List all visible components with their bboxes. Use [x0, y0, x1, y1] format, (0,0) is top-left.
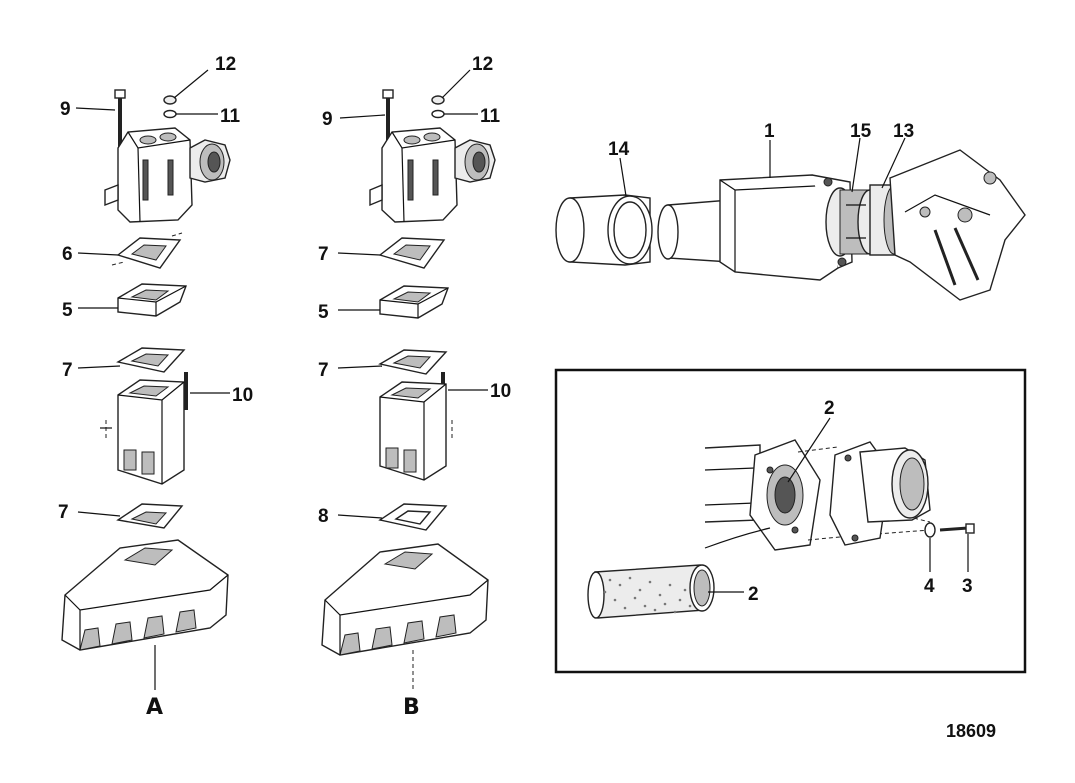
callout-12-a: 12 [215, 54, 236, 75]
bolt-part-9-a [114, 89, 126, 150]
callout-9-a: 9 [60, 99, 71, 120]
callout-1: 1 [764, 121, 775, 142]
gasket-part-7-a-upper [116, 347, 186, 373]
callout-13: 13 [893, 121, 914, 142]
callout-7-a-upper: 7 [62, 360, 73, 381]
gasket-part-7-b-top [378, 237, 446, 269]
washer-part-11-a [163, 109, 177, 119]
figure-number: 18609 [946, 721, 996, 741]
screw-part-3 [939, 523, 975, 534]
sleeve-part-14 [555, 194, 653, 266]
flange-pipe [829, 441, 931, 546]
callout-6-a: 6 [62, 244, 73, 265]
inset-detail-box: 2 2 4 3 [554, 368, 1027, 674]
callout-10-b: 10 [490, 381, 511, 402]
callout-7-b-top: 7 [318, 244, 329, 265]
callout-5-b: 5 [318, 302, 329, 323]
exhaust-elbow-a [104, 127, 231, 223]
callout-7-a-lower: 7 [58, 502, 69, 523]
callout-5-a: 5 [62, 300, 73, 321]
riser-body-a [100, 379, 185, 485]
washer-part-4 [924, 522, 936, 538]
assembly-a: 9 12 11 6 5 7 10 7 A [58, 54, 253, 720]
callout-9-b: 9 [322, 109, 333, 130]
screen-flange-part-2 [704, 439, 821, 551]
callout-12-b: 12 [472, 54, 493, 75]
gasket-part-7-a-lower [116, 503, 184, 529]
exhaust-elbow-b [369, 127, 496, 223]
gasket-part-6 [111, 232, 183, 269]
callout-2-inset-screen: 2 [748, 584, 759, 605]
callout-14: 14 [608, 139, 630, 160]
callout-10-a: 10 [232, 385, 253, 406]
assembly-label-b: B [403, 695, 420, 720]
callout-8-b: 8 [318, 506, 329, 527]
assembly-b: 9 12 11 7 5 7 10 8 B [318, 54, 511, 720]
clamp-part-15 [825, 187, 883, 257]
nut-part-12-a [163, 95, 177, 105]
gasket-part-7-b-middle [378, 349, 448, 375]
exhaust-elbow-right [889, 149, 1026, 301]
callout-15: 15 [850, 121, 872, 142]
riser-body-b [379, 381, 453, 481]
washer-part-11-b [431, 109, 445, 119]
assembly-label-a: A [146, 695, 163, 720]
gasket-part-8 [378, 503, 448, 531]
callout-3: 3 [962, 576, 973, 597]
callout-11-a: 11 [220, 106, 241, 127]
callout-2-inset-flange: 2 [824, 398, 835, 419]
inset-border [554, 368, 1027, 674]
callout-11-b: 11 [480, 106, 501, 127]
exhaust-manifold-b [321, 543, 489, 656]
inner-pipe [657, 199, 731, 263]
callout-7-b-middle: 7 [318, 360, 329, 381]
spacer-part-5-b [379, 285, 449, 319]
exhaust-manifold-a [61, 539, 229, 651]
screen-tube-part-2 [587, 564, 715, 619]
callout-4: 4 [924, 576, 935, 597]
nut-part-12-b [431, 95, 445, 105]
spacer-part-5-a [117, 283, 187, 317]
exhaust-pipe-assembly: 14 1 15 13 [555, 121, 1026, 301]
